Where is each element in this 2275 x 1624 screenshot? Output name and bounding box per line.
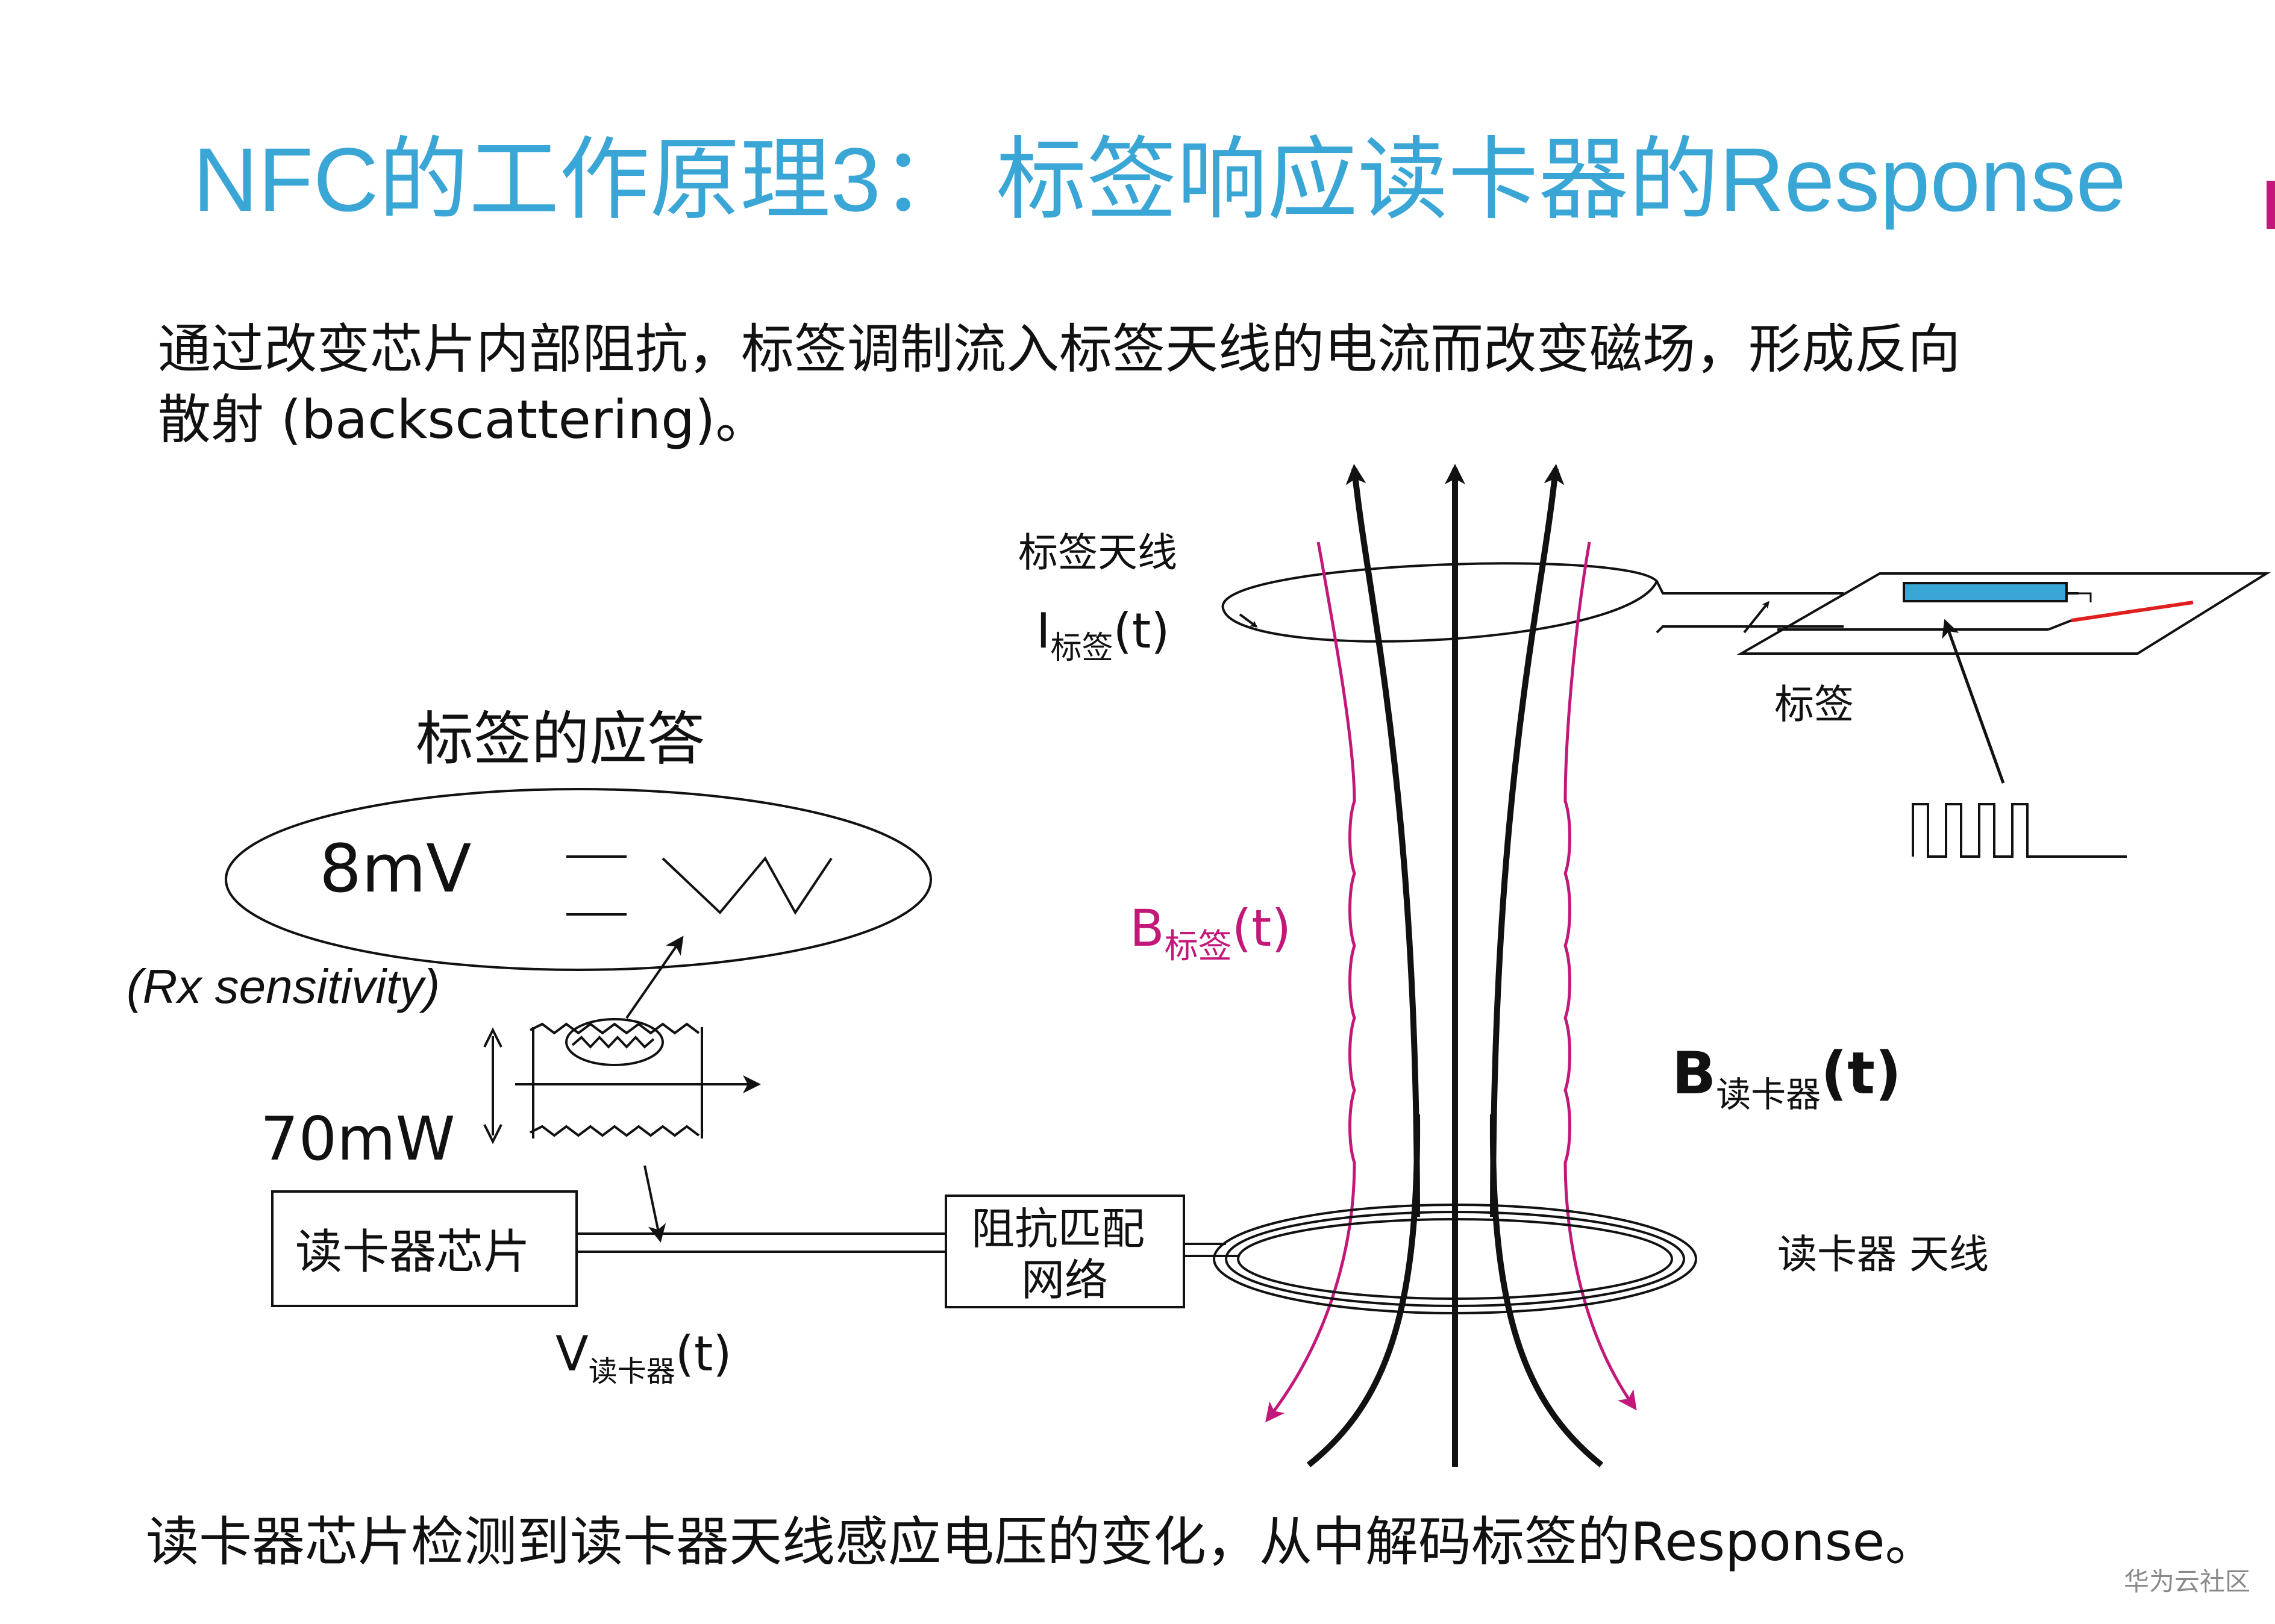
- rx-sensitivity-label: (Rx sensitivity): [127, 960, 440, 1013]
- i-tag-label: I标签(t): [1036, 603, 1169, 666]
- b-tag-label: B标签(t): [1130, 899, 1291, 966]
- tag-chip: [1903, 582, 2068, 602]
- zigzag-waveform: [662, 856, 833, 915]
- reader-chip-label: 读卡器芯片: [295, 1225, 530, 1279]
- matching-network-line-2: 网络: [1021, 1255, 1108, 1305]
- tag-field-lines: [1265, 542, 1637, 1423]
- tag-response-title: 标签的应答: [416, 705, 705, 773]
- v-reader-label: V读卡器(t): [555, 1326, 732, 1388]
- reader-chip-box: [271, 1190, 578, 1307]
- tag-antenna-loop: [1221, 562, 1844, 643]
- reader-field-lines: [1306, 464, 1604, 1467]
- signal-line: [577, 1165, 946, 1253]
- intro-line-1: 通过改变芯片内部阻抗，标签调制流入标签天线的电流而改变磁场，形成反向: [158, 318, 1961, 380]
- tag-response-bubble: [225, 788, 932, 971]
- pulse-waveform: [1912, 803, 2127, 858]
- carrier-signal-sketch: [483, 935, 761, 1145]
- intro-line-2: 散射 (backscattering)。: [158, 389, 768, 451]
- watermark: 华为云社区: [2124, 1567, 2250, 1596]
- reader-antenna-coils: [1184, 1204, 1697, 1314]
- voltage-label: 8mV: [319, 830, 471, 907]
- page-title: NFC的工作原理3： 标签响应读卡器的Response: [193, 129, 2126, 230]
- tag-card: [1736, 572, 2271, 784]
- matching-network-line-1: 阻抗匹配: [971, 1204, 1145, 1254]
- b-reader-label: B读卡器(t): [1672, 1040, 1901, 1115]
- tag-label: 标签: [1774, 681, 1854, 728]
- edge-mark: [2267, 181, 2275, 229]
- tag-antenna-label: 标签天线: [1018, 529, 1177, 576]
- matching-network-box: [945, 1195, 1185, 1308]
- reader-antenna-label: 读卡器 天线: [1777, 1231, 1989, 1278]
- power-label: 70mW: [260, 1104, 455, 1174]
- equal-sign-icon: [566, 855, 627, 916]
- footer-text: 读卡器芯片检测到读卡器天线感应电压的变化，从中解码标签的Response。: [146, 1511, 1938, 1573]
